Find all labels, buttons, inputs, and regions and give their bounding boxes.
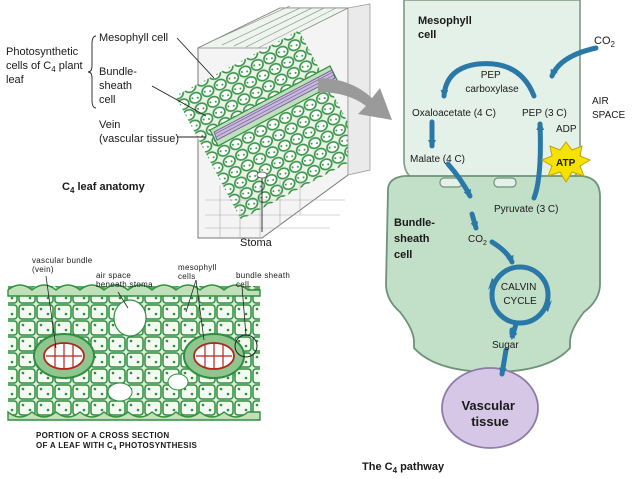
air-space-pathway-label: AIR SPACE: [592, 96, 625, 121]
photosynthetic-cells-label: Photosynthetic cells of C4 plant leaf: [6, 46, 86, 86]
vascular-tissue-label: Vascular tissue: [461, 398, 518, 429]
vascular-tissue-shape: [441, 367, 539, 449]
adp-label: ADP: [556, 124, 577, 135]
bundle-sheath-label: bundle sheath cell: [236, 271, 293, 289]
zoom-arrow: [318, 78, 392, 120]
oxaloacetate-label: Oxaloacetate (4 C): [412, 108, 496, 119]
malate-label: Malate (4 C): [410, 154, 465, 165]
pep-label: PEP (3 C): [522, 108, 567, 119]
cross-section-caption: PORTION OF A CROSS SECTION OF A LEAF WIT…: [36, 431, 197, 452]
c4-pathway-title: The C4 pathway: [362, 461, 445, 475]
atp-burst: [540, 141, 592, 183]
atp-label: ATP: [556, 158, 576, 169]
pyruvate-label: Pyruvate (3 C): [494, 204, 558, 215]
cross-section-illustration: [7, 284, 261, 421]
leaf-anatomy-illustration: [175, 3, 371, 239]
co2-inner-label: CO2: [468, 234, 487, 247]
stoma-label: Stoma: [240, 237, 273, 249]
mesophyll-cell-label: Mesophyll cell: [99, 32, 168, 44]
bundle-sheath-cell-shape: [385, 175, 601, 373]
bundle-sheath-cell-heading: Bundle- sheath cell: [394, 217, 438, 261]
c4-pathway-diagram: [385, 0, 601, 449]
vascular-bundle-label: vascular bundle (vein): [32, 256, 95, 274]
air-space-label: air space beneath stoma: [96, 271, 153, 289]
co2-top-label: CO2: [594, 35, 616, 49]
vein-label: Vein (vascular tissue): [99, 119, 179, 145]
calvin-cycle-label: CALVIN CYCLE: [501, 282, 539, 307]
pep-carboxylase-label: PEP carboxylase: [465, 70, 519, 95]
leaf-anatomy-title: C4 leaf anatomy: [62, 181, 146, 195]
anatomy-leader-lines: [87, 35, 263, 232]
mesophyll-cell-heading: Mesophyll cell: [418, 15, 475, 41]
sugar-label: Sugar: [492, 340, 519, 351]
bundle-sheath-cell-label: Bundle- sheath cell: [99, 66, 140, 106]
cross-section-leader-lines: [45, 275, 247, 349]
mesophyll-cells-label: mesophyll cells: [178, 263, 219, 281]
